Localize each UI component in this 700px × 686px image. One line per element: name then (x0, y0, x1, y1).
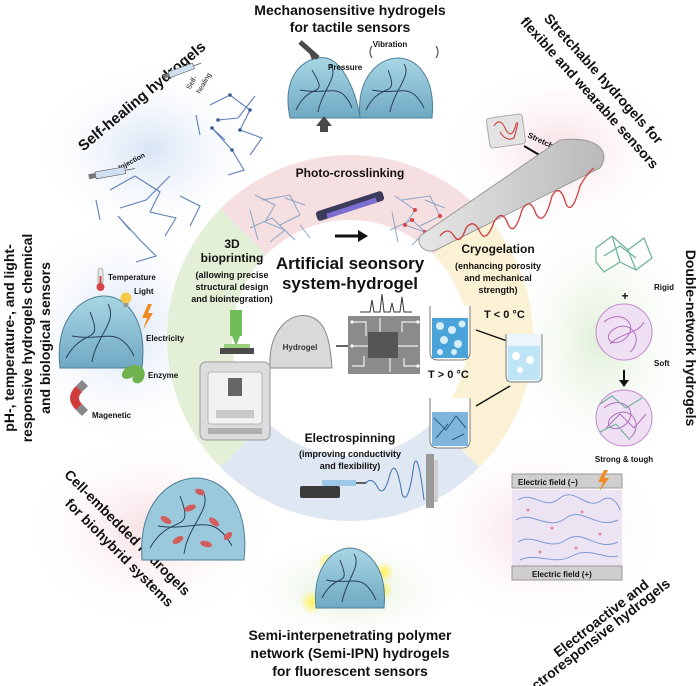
circuit-chip-icon (348, 316, 420, 374)
bioprinting-desc-line3: and biointegration) (191, 294, 273, 304)
semi-ipn-section: Semi-interpenetrating polymer network (S… (248, 547, 452, 679)
plus-sign: + (621, 289, 628, 303)
beaker-frozen-icon (429, 306, 471, 361)
field-positive-label: Electric field (+) (532, 570, 592, 579)
stimulus-temperature: Temperature (108, 273, 156, 282)
fiber-jet (365, 460, 425, 501)
lightning-icon (142, 304, 153, 330)
thermometer-icon (96, 267, 105, 291)
electrospinning-title: Electrospinning (305, 431, 396, 445)
fluorescent-hydrogel-icon (315, 547, 385, 609)
mechanosensitive-section: Mechanosensitive hydrogels for tactile s… (254, 2, 446, 132)
rigid-network (595, 235, 653, 273)
electro-hydrogel-body (512, 490, 622, 566)
stimuli-responsive-section: pH-, temperature-, and light- responsive… (1, 234, 185, 443)
self-healing-network (195, 94, 263, 176)
temp-high-label: T > 0 °C (428, 369, 469, 381)
cryogelation-section: Cryogelation (enhancing porosity and mec… (428, 242, 543, 449)
syringe-pump-icon (300, 480, 366, 498)
signal-waveform (360, 293, 412, 313)
bioprinter-machine-icon (199, 361, 271, 441)
double-network-title: Double-network hydrogels (683, 250, 699, 427)
electrospinning-desc-line2: and flexibility) (320, 461, 381, 471)
center-hydrogel-label: Hydrogel (283, 343, 318, 352)
embedded-cells (160, 488, 233, 548)
center-hydrogel-shape (269, 314, 333, 369)
rigid-label: Rigid (654, 283, 674, 292)
stimulus-magnetic: Magenetic (92, 411, 132, 420)
photo-crosslinking-section: Photo-crosslinking (249, 166, 449, 246)
electric-spark-icon (598, 470, 609, 492)
cryogelation-title: Cryogelation (461, 242, 534, 256)
photo-crosslinking-title: Photo-crosslinking (296, 166, 405, 180)
field-negative-label: Electric field (−) (518, 478, 578, 487)
bioprinting-title-line2: bioprinting (201, 251, 264, 265)
center-content: Artificial seonsory system-hydrogel Hydr… (269, 254, 425, 374)
vibration-waves-icon (369, 45, 439, 59)
stimuli-title-line2: responsive hydrogels chemical (19, 234, 35, 443)
bioprinting-desc-line2: structural design (195, 282, 268, 292)
beaker-porous-icon (429, 398, 471, 449)
responsive-hydrogel-icon (58, 295, 144, 369)
soft-network (595, 303, 653, 361)
cryo-arrow-2 (475, 385, 511, 407)
positive-electrode (511, 565, 623, 581)
cryogelation-desc-line2: and mechanical (464, 273, 532, 283)
lightbulb-icon (120, 292, 132, 307)
network-before (249, 194, 311, 243)
semi-ipn-title-line3: for fluorescent sensors (272, 663, 428, 679)
bioprinting-section: 3D bioprinting (allowing precise structu… (191, 237, 273, 441)
syringe-icon-bottom (88, 166, 136, 180)
cryogelation-desc-line1: (enhancing porosity (455, 261, 541, 271)
cell-hydrogel-icon (141, 477, 246, 561)
magnet-icon (70, 380, 88, 416)
bioprinter-nozzle-icon (220, 310, 254, 354)
bioprinting-title-line1: 3D (224, 237, 240, 251)
soft-label: Soft (654, 359, 670, 368)
bioprinting-desc-line1: (allowing precise (195, 270, 268, 280)
vibration-label: Vibration (373, 40, 408, 49)
stimulus-enzyme: Enzyme (148, 371, 179, 380)
strong-tough-label: Strong & tough (595, 455, 653, 464)
syringe-icon-top (162, 62, 202, 79)
pressure-label: Pressure (328, 63, 363, 72)
negative-electrode (511, 473, 623, 489)
beaker-thawing-icon (505, 334, 543, 383)
stimulus-electricity: Electricity (146, 334, 185, 343)
semi-ipn-title-line2: network (Semi-IPN) hydrogels (250, 645, 449, 661)
injection-network (95, 175, 201, 263)
cryo-arrow-1 (475, 329, 511, 343)
stimuli-title-line3: and biological sensors (37, 262, 53, 414)
collector-plate (426, 454, 434, 508)
relaxed-gel-patch (485, 113, 527, 149)
mechanosensitive-title-line1: Mechanosensitive hydrogels (254, 2, 446, 18)
electrospinning-section: Electrospinning (improving conductivity … (299, 431, 438, 508)
electrospinning-desc-line1: (improving conductivity (299, 449, 401, 459)
stimuli-title-line1: pH-, temperature-, and light- (1, 244, 17, 432)
temp-low-label: T < 0 °C (484, 309, 525, 321)
cryogelation-desc-line3: strength) (479, 285, 518, 295)
center-title-line2: system-hydrogel (282, 274, 418, 293)
hydrogel-pressure-icon (287, 57, 361, 119)
pressure-arrow-up-icon (316, 116, 332, 126)
center-title-line1: Artificial seonsory (276, 254, 425, 273)
hydrogel-vibration-icon (359, 57, 434, 119)
semi-ipn-title-line1: Semi-interpenetrating polymer (248, 627, 452, 643)
enzyme-icon (121, 364, 145, 384)
double-network-section: Double-network hydrogels Rigid + Soft St… (595, 235, 699, 464)
mechanosensitive-title-line2: for tactile sensors (290, 19, 411, 35)
stimulus-light: Light (134, 287, 154, 296)
finger-icon (418, 138, 605, 252)
stretched-gel-fiber (439, 167, 595, 241)
